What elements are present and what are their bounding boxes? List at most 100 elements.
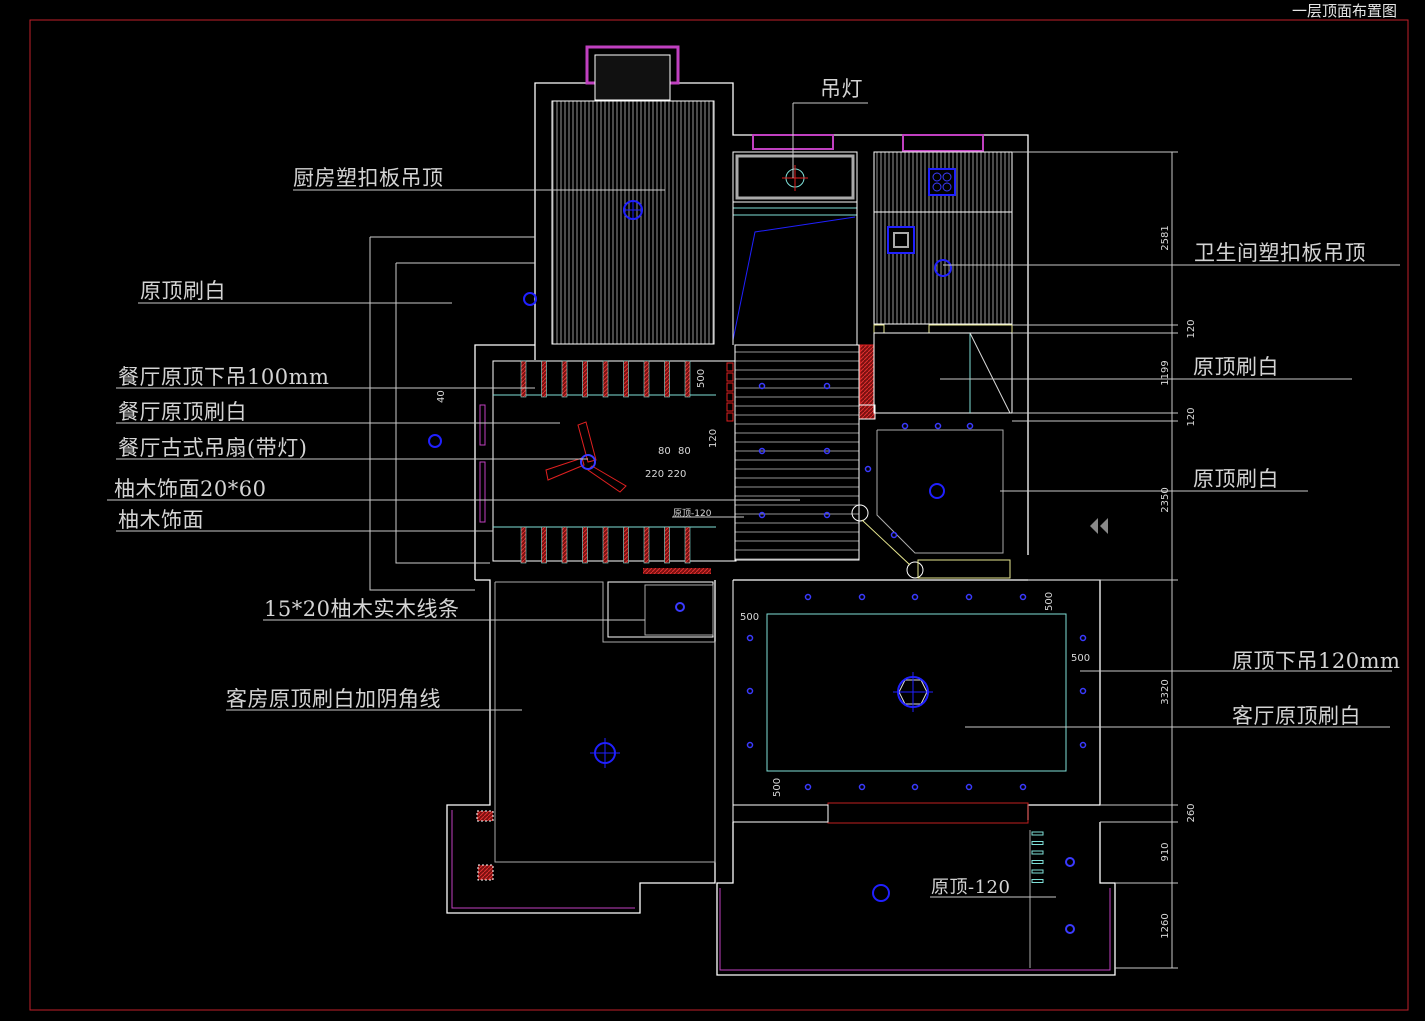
rail-bar <box>1031 850 1044 855</box>
teak-beam <box>541 360 547 398</box>
spot-light-icon <box>758 382 766 390</box>
right-dimension-value: 120 <box>1186 319 1197 338</box>
rewind-arrow-icon <box>1090 518 1098 534</box>
spot-light-icon <box>965 593 973 601</box>
label-teak-strip: 15*20柚木实木线条 <box>264 597 460 621</box>
spot-light-icon <box>890 531 898 539</box>
hall-right <box>851 332 1108 579</box>
spot-light-icon <box>746 687 754 695</box>
living-dim-500-right: 500 <box>1071 653 1090 664</box>
right-dimension-value: 2581 <box>1160 225 1171 250</box>
red-column-block <box>726 362 734 372</box>
bathroom-light-icon <box>934 259 952 277</box>
red-column-block <box>726 382 734 392</box>
teak-beam <box>561 360 568 398</box>
living-dim-500-bottom: 500 <box>772 778 783 797</box>
spot-light-icon <box>823 511 831 519</box>
label-original-ceiling-right-2: 原顶刷白 <box>1193 467 1279 491</box>
red-column-block <box>726 372 734 382</box>
kitchen-panel-ceiling <box>551 100 715 345</box>
teak-beam <box>664 360 670 398</box>
ceiling-fan-icon <box>545 421 627 493</box>
dining-note-minus-120: 原顶-120 <box>673 508 712 519</box>
spot-light-icon <box>858 593 866 601</box>
label-living-ceiling: 客厅原顶刷白 <box>1232 704 1361 728</box>
drawing-title: 一层顶面布置图 <box>1291 2 1397 20</box>
staircase <box>734 344 876 561</box>
label-teak-veneer-20x60: 柚木饰面20*60 <box>114 477 267 501</box>
balcony <box>716 822 1116 976</box>
teak-beam <box>541 526 547 564</box>
teak-beam <box>623 360 629 398</box>
label-guestroom-ceiling: 客房原顶刷白加阴角线 <box>226 687 441 711</box>
teak-beam <box>623 526 629 564</box>
spot-light-icon <box>1079 634 1087 642</box>
spot-light-icon <box>1019 783 1027 791</box>
right-dimension-value: 3320 <box>1160 679 1171 704</box>
red-column-block <box>726 392 734 402</box>
teak-beam <box>664 526 670 564</box>
spot-light-icon <box>758 447 766 455</box>
right-dimension-chain <box>1012 151 1178 969</box>
spot-light-icon <box>966 422 974 430</box>
right-dimension-value: 1260 <box>1160 913 1171 938</box>
spot-light-icon <box>1079 741 1087 749</box>
spot-light-icon <box>746 634 754 642</box>
living-room <box>732 579 1101 824</box>
label-dining-drop: 餐厅原顶下吊100mm <box>118 365 330 389</box>
label-original-minus-120: 原顶-120 <box>931 877 1011 898</box>
teak-beam <box>643 360 650 398</box>
teak-beam <box>684 360 691 398</box>
balcony-light-icon <box>872 884 890 902</box>
hall-light-icon <box>929 483 945 499</box>
label-drop-120: 原顶下吊120mm <box>1232 649 1401 673</box>
rail-bar <box>1031 841 1044 845</box>
right-dimension-value: 910 <box>1160 842 1171 861</box>
dim-120-dining: 120 <box>708 429 719 448</box>
spot-light-icon <box>758 511 766 519</box>
teak-beam <box>582 360 588 398</box>
right-dimension-value: 1199 <box>1160 360 1171 385</box>
dim-80-b: 80 <box>678 446 691 457</box>
label-original-ceiling-left: 原顶刷白 <box>140 279 226 303</box>
rail-bar <box>1031 860 1044 864</box>
rail-bar <box>1031 869 1044 874</box>
living-dim-500-left: 500 <box>740 612 759 623</box>
spot-light-icon <box>804 783 812 791</box>
spot-light-icon <box>911 593 919 601</box>
guest-room <box>446 579 716 914</box>
spot-light-icon <box>1019 593 1027 601</box>
dim-80-a: 80 <box>658 446 671 457</box>
leader-lines <box>107 102 1400 898</box>
spot-light-icon <box>965 783 973 791</box>
label-kitchen-ceiling: 厨房塑扣板吊顶 <box>293 166 444 190</box>
rail-bar <box>1031 879 1044 883</box>
spot-light-icon <box>934 422 942 430</box>
right-dimension-value: 120 <box>1186 407 1197 426</box>
spot-light-icon <box>823 382 831 390</box>
dim-500-dining: 500 <box>696 369 707 388</box>
dining-room <box>474 344 737 580</box>
teak-beam <box>643 526 650 564</box>
red-column-block <box>726 412 734 422</box>
label-chandelier: 吊灯 <box>820 77 863 101</box>
spot-light-icon <box>746 741 754 749</box>
entry-corridor <box>732 134 858 345</box>
kitchen <box>534 45 1029 555</box>
teak-beam <box>602 360 609 398</box>
label-dining-fan: 餐厅古式吊扇(带灯) <box>118 436 308 460</box>
dim-220: 220 220 <box>645 469 686 480</box>
right-dimension-value: 2350 <box>1160 487 1171 512</box>
label-original-ceiling-right-1: 原顶刷白 <box>1193 355 1279 379</box>
spot-light-icon <box>901 422 909 430</box>
label-bathroom-ceiling: 卫生间塑扣板吊顶 <box>1194 241 1366 265</box>
right-dimension-value: 260 <box>1186 803 1197 822</box>
bathroom <box>873 134 1013 334</box>
teak-beam <box>520 360 527 398</box>
label-teak-veneer: 柚木饰面 <box>118 508 204 532</box>
rail-bar <box>1031 831 1044 836</box>
teak-beam <box>602 526 609 564</box>
spot-light-icon <box>804 593 812 601</box>
teak-beam <box>520 526 527 564</box>
